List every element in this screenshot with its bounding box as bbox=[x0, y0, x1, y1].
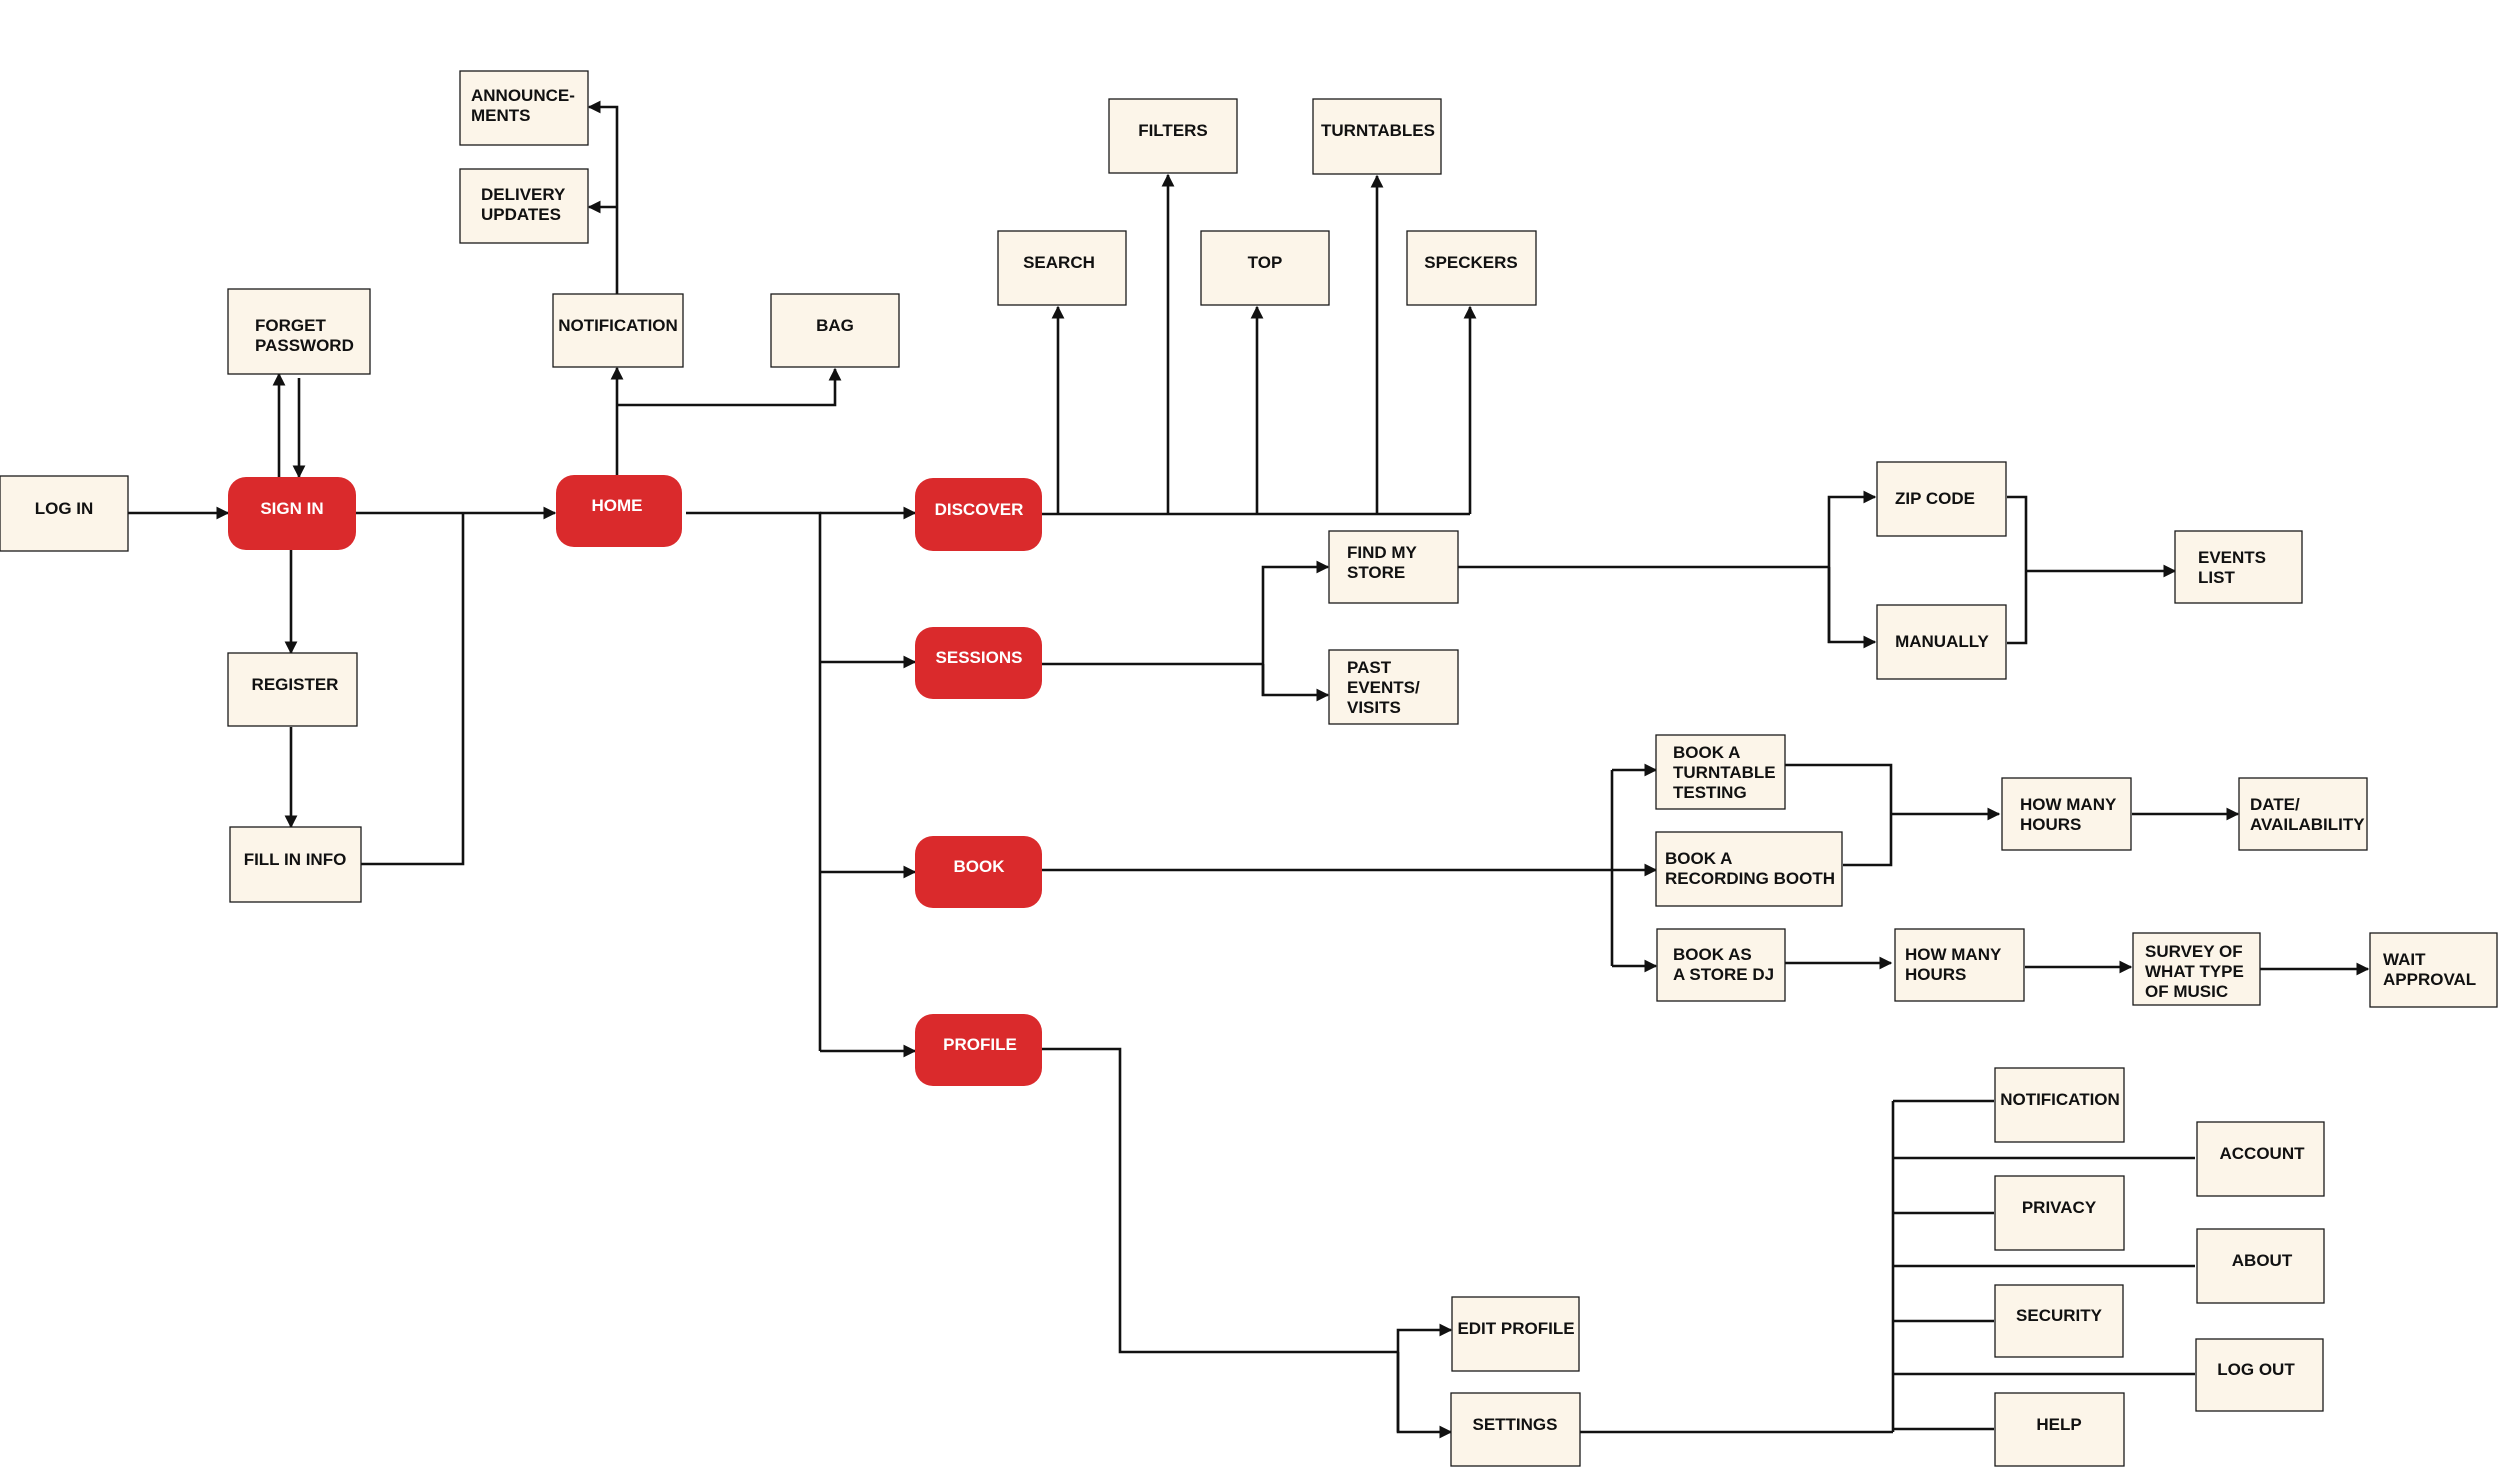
node-announcements-label: ANNOUNCE-MENTS bbox=[471, 86, 575, 125]
node-security-label: SECURITY bbox=[2016, 1306, 2103, 1325]
node-notification-home-label: NOTIFICATION bbox=[558, 316, 678, 335]
node-fill-in-info[interactable]: FILL IN INFO bbox=[229, 826, 362, 903]
node-sign-in[interactable]: SIGN IN bbox=[228, 477, 356, 550]
node-sessions-label: SESSIONS bbox=[936, 648, 1023, 667]
node-log-in[interactable]: LOG IN bbox=[0, 475, 129, 552]
node-account[interactable]: ACCOUNT bbox=[2196, 1121, 2325, 1197]
connector-fillinfo-home bbox=[361, 513, 465, 866]
node-settings-label: SETTINGS bbox=[1472, 1415, 1557, 1434]
node-top-label: TOP bbox=[1248, 253, 1283, 272]
node-privacy-label: PRIVACY bbox=[2022, 1198, 2097, 1217]
node-home-label: HOME bbox=[592, 496, 643, 515]
node-turntables[interactable]: TURNTABLES bbox=[1312, 98, 1442, 175]
node-bag-label: BAG bbox=[816, 316, 854, 335]
node-filters-label: FILTERS bbox=[1138, 121, 1208, 140]
node-notification-settings[interactable]: NOTIFICATION bbox=[1994, 1067, 2125, 1143]
node-zip-code-label: ZIP CODE bbox=[1895, 489, 1975, 508]
node-privacy[interactable]: PRIVACY bbox=[1994, 1175, 2125, 1251]
node-book-label: BOOK bbox=[954, 857, 1006, 876]
node-speckers[interactable]: SPECKERS bbox=[1406, 230, 1537, 306]
node-log-out-label: LOG OUT bbox=[2217, 1360, 2295, 1379]
node-turntables-label: TURNTABLES bbox=[1321, 121, 1435, 140]
node-log-out[interactable]: LOG OUT bbox=[2195, 1338, 2324, 1412]
node-search-label: SEARCH bbox=[1023, 253, 1095, 272]
node-announcements[interactable]: ANNOUNCE-MENTS bbox=[459, 70, 589, 146]
node-discover-label: DISCOVER bbox=[935, 500, 1024, 519]
node-account-label: ACCOUNT bbox=[2220, 1144, 2306, 1163]
connector-zip-merge bbox=[2007, 495, 2028, 645]
node-help-label: HELP bbox=[2036, 1415, 2081, 1434]
node-security[interactable]: SECURITY bbox=[1994, 1284, 2124, 1358]
node-log-in-label: LOG IN bbox=[35, 499, 94, 518]
connector-home-trunk bbox=[686, 511, 822, 1051]
node-register-label: REGISTER bbox=[252, 675, 339, 694]
connector-notification-announcements bbox=[587, 100, 619, 294]
node-filters[interactable]: FILTERS bbox=[1108, 98, 1238, 174]
node-sessions[interactable]: SESSIONS bbox=[915, 627, 1042, 699]
node-sign-in-label: SIGN IN bbox=[260, 499, 323, 518]
node-date-availability[interactable]: DATE/AVAILABILITY bbox=[2238, 777, 2368, 851]
node-edit-profile-label: EDIT PROFILE bbox=[1457, 1319, 1574, 1338]
connector-findstore-zip bbox=[1827, 490, 1877, 643]
node-register[interactable]: REGISTER bbox=[227, 652, 358, 727]
node-search[interactable]: SEARCH bbox=[997, 230, 1127, 306]
node-profile[interactable]: PROFILE bbox=[915, 1014, 1042, 1086]
connector-findstore-manually bbox=[1827, 567, 1877, 649]
connector-home-bag bbox=[617, 367, 842, 407]
node-profile-label: PROFILE bbox=[943, 1035, 1017, 1054]
node-zip-code[interactable]: ZIP CODE bbox=[1876, 461, 2007, 537]
node-about[interactable]: ABOUT bbox=[2196, 1228, 2325, 1304]
connector-sessions-findstore bbox=[1261, 560, 1330, 696]
node-book[interactable]: BOOK bbox=[915, 836, 1042, 908]
node-help[interactable]: HELP bbox=[1994, 1392, 2125, 1467]
node-manually[interactable]: MANUALLY bbox=[1876, 604, 2007, 680]
node-about-label: ABOUT bbox=[2232, 1251, 2293, 1270]
node-discover[interactable]: DISCOVER bbox=[915, 478, 1042, 551]
connectors bbox=[128, 100, 2370, 1439]
node-home[interactable]: HOME bbox=[556, 475, 682, 547]
node-edit-profile[interactable]: EDIT PROFILE bbox=[1451, 1296, 1580, 1372]
connector-profile-edit bbox=[1396, 1323, 1453, 1432]
node-notification-settings-label: NOTIFICATION bbox=[2000, 1090, 2120, 1109]
node-fill-in-info-label: FILL IN INFO bbox=[244, 850, 347, 869]
node-settings[interactable]: SETTINGS bbox=[1450, 1392, 1581, 1467]
connector-profile-settings bbox=[1396, 1352, 1453, 1439]
node-notification-home[interactable]: NOTIFICATION bbox=[552, 293, 684, 368]
node-date-availability-label: DATE/AVAILABILITY bbox=[2250, 795, 2365, 834]
connector-profile-bus bbox=[1042, 1047, 1398, 1354]
node-speckers-label: SPECKERS bbox=[1424, 253, 1518, 272]
connector-sessions-past bbox=[1261, 664, 1330, 702]
node-bag[interactable]: BAG bbox=[770, 293, 900, 368]
node-manually-label: MANUALLY bbox=[1895, 632, 1989, 651]
node-top[interactable]: TOP bbox=[1200, 230, 1330, 306]
